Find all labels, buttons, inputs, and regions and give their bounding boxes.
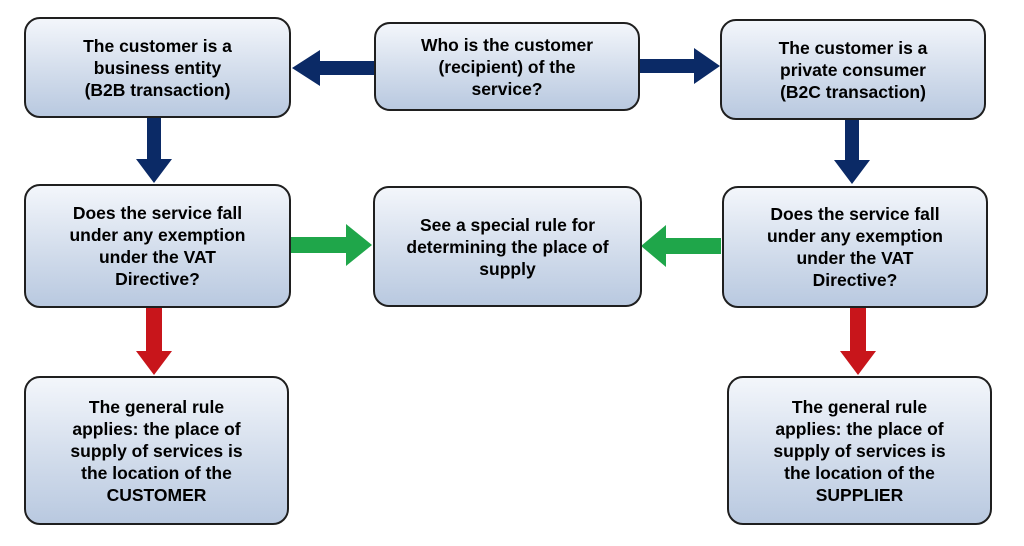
arrow-exemption-left-to-general-customer bbox=[136, 308, 172, 375]
arrow-exemption-right-to-special-rule bbox=[641, 225, 721, 267]
node-exemption-left-line-3: under the VAT bbox=[98, 247, 216, 267]
node-question-line-2: (recipient) of the bbox=[438, 56, 576, 77]
node-exemption-right-line-1: Does the service fall bbox=[770, 204, 940, 224]
node-general-customer-line-5: CUSTOMER bbox=[106, 484, 207, 505]
node-question-line-1: Who is the customer bbox=[420, 34, 594, 55]
node-general-customer-line-1: The general rule bbox=[88, 396, 225, 417]
node-special-rule-line-3: supply bbox=[479, 258, 536, 279]
node-b2b-line-1: The customer is a bbox=[83, 35, 232, 56]
node-b2c-line-1: The customer is a bbox=[778, 37, 928, 58]
node-general-supplier-line-4: the location of the bbox=[784, 462, 935, 483]
node-general-supplier-line-5: SUPPLIER bbox=[815, 484, 904, 505]
node-exemption-left: Does the service fall under any exemptio… bbox=[24, 184, 291, 308]
node-question-line-3: service? bbox=[471, 78, 543, 99]
node-exemption-right-line-3: under the VAT bbox=[796, 248, 914, 268]
node-special-rule-line-2: determining the place of bbox=[406, 236, 609, 257]
node-b2b: The customer is a business entity (B2B t… bbox=[24, 17, 291, 118]
node-question: Who is the customer (recipient) of the s… bbox=[374, 22, 640, 111]
node-general-supplier-line-3: supply of services is bbox=[773, 440, 946, 461]
node-b2c: The customer is a private consumer (B2C … bbox=[720, 19, 986, 120]
node-general-customer-line-3: supply of services is bbox=[70, 440, 243, 461]
arrow-question-to-b2b bbox=[292, 50, 375, 86]
arrow-b2b-to-exemption-left bbox=[136, 117, 172, 183]
node-b2c-line-2: private consumer bbox=[780, 59, 926, 80]
node-general-supplier: The general rule applies: the place of s… bbox=[727, 376, 992, 525]
node-b2c-line-3: (B2C transaction) bbox=[780, 81, 926, 102]
node-exemption-right-line-4: Directive? bbox=[812, 270, 898, 290]
node-general-supplier-line-1: The general rule bbox=[791, 396, 928, 417]
node-general-customer: The general rule applies: the place of s… bbox=[24, 376, 289, 525]
arrow-question-to-b2c bbox=[640, 48, 720, 84]
node-special-rule-line-1: See a special rule for bbox=[419, 214, 596, 235]
node-special-rule: See a special rule for determining the p… bbox=[373, 186, 642, 307]
node-exemption-left-line-2: under any exemption bbox=[69, 225, 246, 245]
node-exemption-left-line-4: Directive? bbox=[115, 269, 200, 289]
node-b2b-line-2: business entity bbox=[93, 57, 222, 78]
node-exemption-right-line-2: under any exemption bbox=[766, 226, 943, 246]
node-general-customer-line-2: applies: the place of bbox=[72, 418, 241, 439]
node-general-supplier-line-2: applies: the place of bbox=[775, 418, 944, 439]
node-exemption-left-line-1: Does the service fall bbox=[72, 203, 243, 223]
arrow-b2c-to-exemption-right bbox=[834, 119, 870, 184]
node-b2b-line-3: (B2B transaction) bbox=[84, 79, 231, 100]
node-general-customer-line-4: the location of the bbox=[81, 462, 232, 483]
arrow-exemption-right-to-general-supplier bbox=[840, 308, 876, 375]
node-exemption-right: Does the service fall under any exemptio… bbox=[722, 186, 988, 308]
arrow-exemption-left-to-special-rule bbox=[291, 224, 372, 266]
